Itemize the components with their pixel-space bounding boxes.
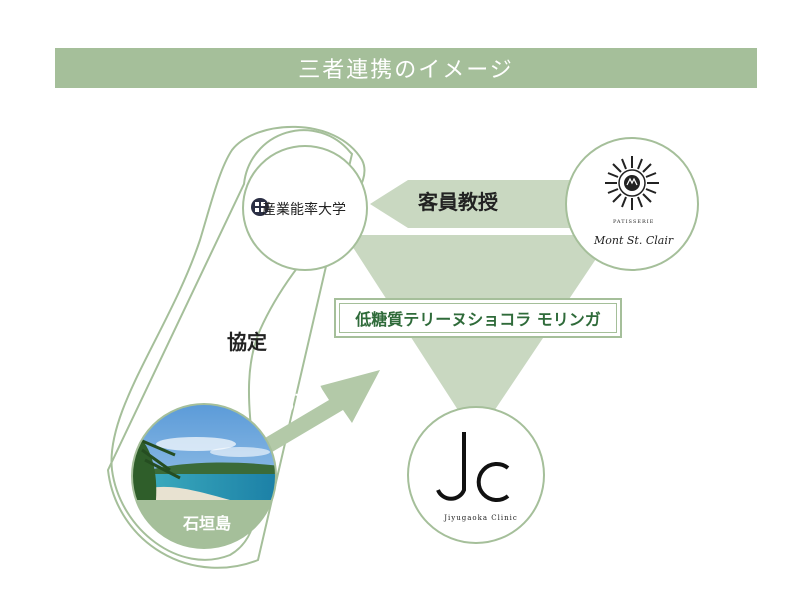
visiting-professor-label: 客員教授 xyxy=(418,190,498,214)
university-label: 産業能率大学 xyxy=(262,202,346,218)
title-bar: 三者連携のイメージ xyxy=(55,48,757,88)
university-circle xyxy=(242,145,368,271)
visiting-professor-arrow xyxy=(370,180,580,228)
moringa-arrow xyxy=(248,370,380,458)
island-label: 石垣島 xyxy=(182,514,231,533)
page-title: 三者連携のイメージ xyxy=(298,58,514,83)
island-photo xyxy=(132,404,276,548)
product-label: 低糖質テリーヌショコラ モリンガ xyxy=(355,310,601,329)
agreement-capsule xyxy=(106,129,354,569)
monte-name: Mont St. Clair xyxy=(594,234,674,247)
clinic-circle xyxy=(407,406,545,544)
jc-logo-icon xyxy=(436,432,510,502)
clinic-name: Jiyugaoka Clinic xyxy=(444,514,518,522)
product-box: 低糖質テリーヌショコラ モリンガ xyxy=(334,298,622,338)
sun-logo-icon xyxy=(605,156,659,210)
agreement-capsule-outer xyxy=(110,125,366,561)
monte-small-text: PATISSERIE xyxy=(613,219,655,225)
agreement-label: 協定 xyxy=(227,330,267,354)
